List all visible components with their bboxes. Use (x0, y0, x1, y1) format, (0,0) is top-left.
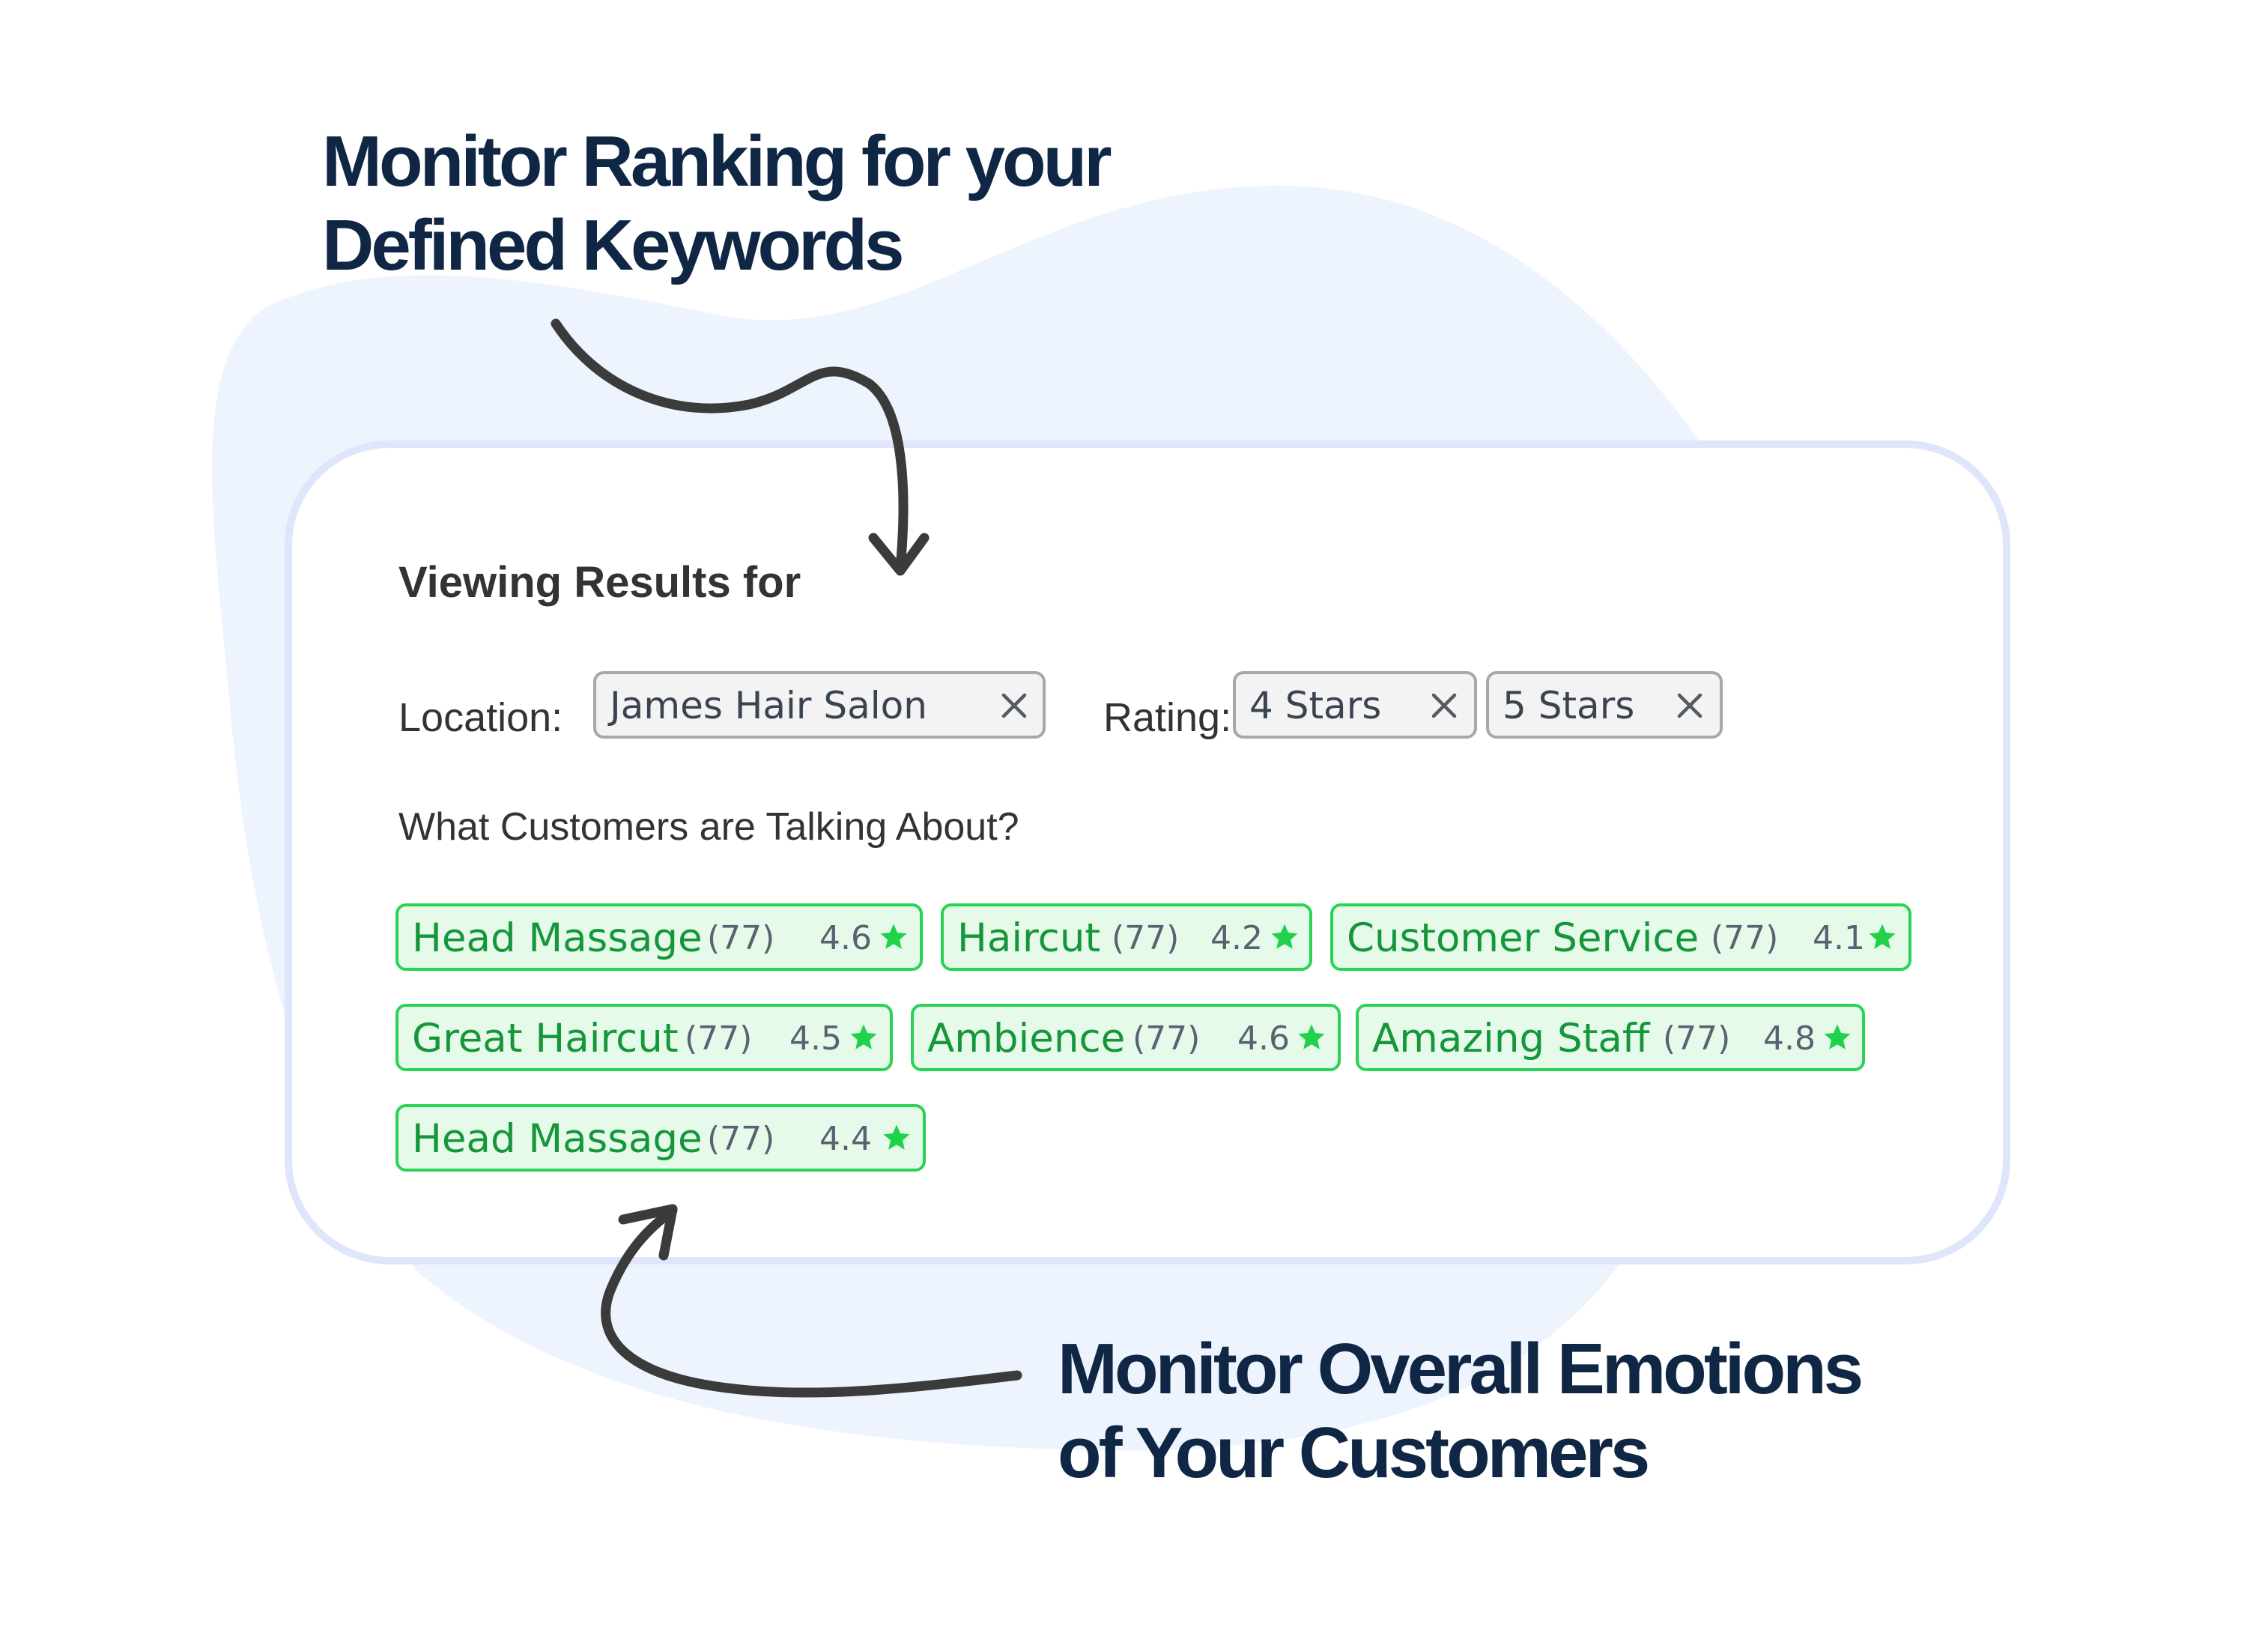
topic-count: (77) (685, 1020, 753, 1058)
heading-line: of Your Customers (1058, 1413, 1650, 1493)
close-icon[interactable] (1675, 691, 1705, 721)
heading-line: Defined Keywords (322, 205, 905, 285)
topic-name: Ambience (927, 1016, 1126, 1061)
star-icon (1271, 924, 1298, 949)
topic-tag-haircut[interactable]: Haircut (77) 4.2 (941, 903, 1312, 971)
topic-tag-head-massage-2[interactable]: Head Massage (77) 4.4 (395, 1104, 926, 1172)
topic-count: (77) (1112, 919, 1180, 957)
topic-rating: 4.5 (789, 1020, 842, 1058)
topic-rating: 4.6 (819, 919, 872, 957)
star-icon (1298, 1024, 1325, 1049)
topic-rating: 4.6 (1237, 1020, 1290, 1058)
topic-rating: 4.1 (1813, 919, 1865, 957)
topic-rating: 4.4 (819, 1120, 872, 1158)
topic-tag-great-haircut[interactable]: Great Haircut (77) 4.5 (395, 1004, 893, 1071)
heading-line: Monitor Ranking for your (322, 121, 1112, 202)
topic-name: Head Massage (412, 915, 703, 961)
topic-count: (77) (707, 1120, 775, 1158)
topic-tag-amazing-staff[interactable]: Amazing Staff (77) 4.8 (1356, 1004, 1865, 1071)
star-icon (1869, 924, 1896, 949)
location-filter-chip: James Hair Salon (593, 671, 1046, 739)
topic-name: Great Haircut (412, 1016, 679, 1061)
rating-filter-chip-4-stars: 4 Stars (1233, 671, 1477, 739)
topic-name: Head Massage (412, 1116, 703, 1162)
topic-name: Amazing Staff (1372, 1016, 1650, 1061)
heading-line: Monitor Overall Emotions (1058, 1329, 1864, 1409)
results-card: Viewing Results for Location: James Hair… (285, 440, 2010, 1264)
topic-tag-customer-service[interactable]: Customer Service (77) 4.1 (1330, 903, 1911, 971)
chip-label: James Hair Salon (610, 684, 927, 727)
card-title: Viewing Results for (398, 558, 801, 607)
topic-tag-ambience[interactable]: Ambience (77) 4.6 (911, 1004, 1341, 1071)
star-icon (850, 1024, 877, 1049)
topic-name: Haircut (957, 915, 1101, 961)
rating-label: Rating: (1103, 695, 1232, 740)
topic-name: Customer Service (1347, 915, 1700, 961)
topics-section-label: What Customers are Talking About? (398, 805, 1019, 849)
close-icon[interactable] (999, 691, 1029, 721)
topic-rating: 4.8 (1763, 1020, 1816, 1058)
topic-count: (77) (707, 919, 775, 957)
topic-count: (77) (1133, 1020, 1201, 1058)
star-icon (880, 924, 907, 949)
topic-count: (77) (1711, 919, 1779, 957)
heading-monitor-ranking: Monitor Ranking for your Defined Keyword… (322, 120, 1112, 288)
topic-tag-head-massage[interactable]: Head Massage (77) 4.6 (395, 903, 923, 971)
star-icon (883, 1124, 910, 1150)
chip-label: 5 Stars (1503, 684, 1635, 727)
location-label: Location: (398, 695, 563, 740)
chip-label: 4 Stars (1249, 684, 1382, 727)
heading-monitor-emotions: Monitor Overall Emotions of Your Custome… (1058, 1327, 1864, 1495)
rating-filter-chip-5-stars: 5 Stars (1486, 671, 1723, 739)
star-icon (1824, 1024, 1851, 1049)
close-icon[interactable] (1429, 691, 1459, 721)
topic-rating: 4.2 (1210, 919, 1263, 957)
topic-count: (77) (1663, 1020, 1731, 1058)
